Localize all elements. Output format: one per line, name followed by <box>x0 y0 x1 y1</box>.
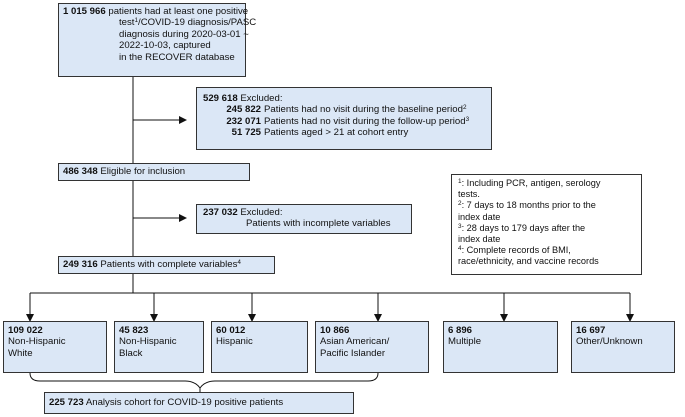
excluded1-count: 529 618 <box>203 93 238 104</box>
group-box-other: 16 697 Other/Unknown <box>571 321 675 373</box>
footnote-1-line1: : Including PCR, antigen, serology <box>461 178 601 188</box>
footnotes-box: 1: Including PCR, antigen, serology test… <box>451 174 642 275</box>
group-asian-count: 10 866 <box>320 325 350 336</box>
footnote-3: 3: 28 days to 179 days after the index d… <box>458 223 635 245</box>
excluded1-label: Excluded: <box>240 93 283 104</box>
footnote-1: 1: Including PCR, antigen, serology test… <box>458 178 635 200</box>
group-black-label-line1: Non-Hispanic <box>119 336 177 348</box>
excluded1-row1-count: 245 822 <box>226 104 261 116</box>
footnote-ref-1: 1 <box>134 17 139 25</box>
group-asian-label-line1: Asian American/ <box>320 336 390 348</box>
footnote-4-line2: race/ethnicity, and vaccine records <box>458 256 599 267</box>
group-black-count: 45 823 <box>119 325 149 336</box>
footnote-4: 4: Complete records of BMI, race/ethnici… <box>458 245 635 267</box>
footnote-3-marker: 3 <box>458 222 462 230</box>
group-multiple-count: 6 896 <box>448 325 473 336</box>
exclusion-box-1: 529 618 Excluded: 245 822 Patients had n… <box>196 87 492 150</box>
excluded2-label: Excluded: <box>240 207 283 218</box>
group-other-label: Other/Unknown <box>576 336 643 348</box>
footnote-4-line1: : Complete records of BMI, <box>461 245 571 256</box>
excluded1-row1-text: Patients had no visit during the baselin… <box>264 104 463 116</box>
group-multiple-label: Multiple <box>448 336 482 348</box>
group-black-label-line2: Black <box>119 347 143 359</box>
exclusion-box-2: 237 032 Excluded: Patients with incomple… <box>196 204 412 234</box>
group-white-label-line2: White <box>8 347 33 359</box>
initial-text-line5: in the RECOVER database <box>119 51 235 63</box>
complete-count: 249 316 <box>63 259 98 270</box>
initial-text-line3: diagnosis during 2020-03-01 ~ <box>119 28 249 40</box>
footnote-1-line2: tests. <box>458 189 480 200</box>
excluded1-row3-count: 51 725 <box>231 127 261 139</box>
footnote-3-line1: : 28 days to 179 days after the <box>461 222 586 233</box>
initial-count: 1 015 966 <box>63 6 106 17</box>
group-white-count: 109 022 <box>8 325 43 336</box>
group-other-count: 16 697 <box>576 325 606 336</box>
footnote-ref-3: 3 <box>465 115 470 123</box>
excluded2-count: 237 032 <box>203 207 238 218</box>
footnote-2-line1: : 7 days to 18 months prior to the <box>461 200 596 211</box>
excluded2-text: Patients with incomplete variables <box>246 218 391 230</box>
footnote-1-marker: 1 <box>458 178 462 185</box>
initial-text-line1: patients had at least one positive <box>108 6 249 17</box>
group-hispanic-count: 60 012 <box>216 325 246 336</box>
footnote-3-line2: index date <box>458 234 501 245</box>
eligible-text: Eligible for inclusion <box>100 166 186 177</box>
group-asian-label-line2: Pacific Islander <box>320 347 386 359</box>
initial-cohort-box: 1 015 966 patients had at least one posi… <box>58 3 256 77</box>
eligible-box: 486 348 Eligible for inclusion <box>58 163 250 181</box>
footnote-ref-4: 4 <box>237 259 241 266</box>
analysis-text: Analysis cohort for COVID-19 positive pa… <box>85 397 284 408</box>
initial-text-line2a: test <box>119 17 135 29</box>
group-box-white: 109 022 Non-Hispanic White <box>3 321 107 373</box>
initial-text-line2b: /COVID-19 diagnosis/PASC <box>138 17 257 29</box>
complete-variables-box: 249 316 Patients with complete variables… <box>58 256 275 274</box>
eligible-count: 486 348 <box>63 166 98 177</box>
footnote-2-line2: index date <box>458 211 501 222</box>
group-white-label-line1: Non-Hispanic <box>8 336 66 348</box>
group-hispanic-label: Hispanic <box>216 336 253 348</box>
footnote-2-marker: 2 <box>458 200 462 208</box>
group-box-black: 45 823 Non-Hispanic Black <box>114 321 204 373</box>
analysis-count: 225 723 <box>49 397 84 408</box>
group-box-multiple: 6 896 Multiple <box>443 321 558 373</box>
group-box-asian: 10 866 Asian American/ Pacific Islander <box>315 321 429 373</box>
initial-text-line4: 2022-10-03, captured <box>119 40 211 52</box>
footnote-4-marker: 4 <box>458 245 462 253</box>
excluded1-row2-text: Patients had no visit during the follow-… <box>264 115 466 127</box>
footnote-2: 2: 7 days to 18 months prior to the inde… <box>458 200 635 222</box>
footnote-ref-2: 2 <box>462 104 467 112</box>
group-box-hispanic: 60 012 Hispanic <box>211 321 308 373</box>
complete-text: Patients with complete variables <box>100 259 238 270</box>
analysis-cohort-box: 225 723 Analysis cohort for COVID-19 pos… <box>44 392 354 414</box>
grouping-brace <box>29 372 379 389</box>
excluded1-row3-text: Patients aged > 21 at cohort entry <box>264 127 409 139</box>
excluded1-row2-count: 232 071 <box>226 115 261 127</box>
